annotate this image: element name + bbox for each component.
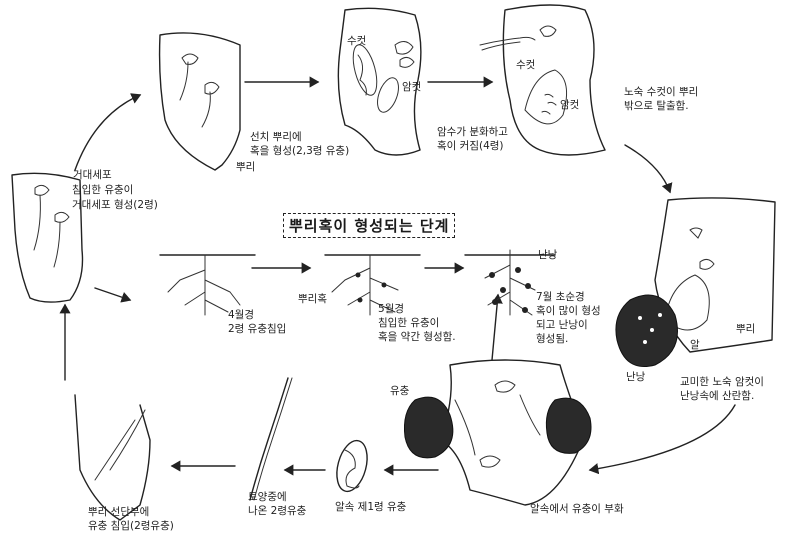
stage2-caption: 암수가 분화하고 혹이 커짐(4령): [437, 125, 508, 153]
root-gall-label: 뿌리혹: [298, 292, 327, 306]
second-stage-larva-drawing: [250, 378, 292, 500]
stage2-female-label: 암컷: [402, 80, 421, 94]
giant-cell-formation-label: 거대세포 형성(2령): [72, 198, 158, 212]
stage1-caption: 선치 뿌리에 혹을 형성(2,3령 유충): [250, 130, 349, 158]
stage1-root-drawing: [160, 33, 240, 170]
egg-first-stage-caption: 알속 제1령 유충: [335, 500, 406, 514]
invading-larva-label: 침입한 유충이: [72, 183, 133, 197]
stage2-male-label: 수컷: [347, 34, 366, 48]
soil-larva-caption: 토양중에 나온 2령유충: [248, 490, 306, 518]
april-caption: 4월경 2령 유충침입: [228, 308, 286, 336]
egg-sac-label-mid: 난낭: [538, 248, 557, 262]
stage3-caption: 노숙 수컷이 뿌리 밖으로 탈출함.: [624, 85, 698, 113]
egg-sac-label-right: 난낭: [626, 370, 645, 384]
stage1-root-label: 뿌리: [236, 160, 255, 174]
diagram-title: 뿌리혹이 형성되는 단계: [283, 213, 455, 238]
root-tip-caption: 뿌리 선단부에 유충 침입(2령유충): [88, 505, 174, 533]
hatching-caption: 알속에서 유충이 부화: [530, 502, 624, 516]
may-caption: 5월경 침입한 유충이 혹을 약간 형성함.: [378, 302, 456, 344]
larva-label: 유충: [390, 384, 409, 398]
giant-cell-label: 거대세포: [73, 168, 112, 182]
hatching-gall-drawing: [404, 360, 591, 505]
cycle-arrows: [65, 82, 735, 470]
female-laying-caption: 교미한 노숙 암컷이 난낭속에 산란함.: [680, 375, 764, 403]
july-caption: 7월 초순경 혹이 많이 형성 되고 난낭이 형성됨.: [536, 290, 601, 346]
stage3-female-label: 암컷: [560, 98, 579, 112]
root-tip-invasion-drawing: [75, 395, 150, 520]
root-system-april: [160, 255, 255, 315]
egg-label: 알: [690, 338, 700, 352]
stage3-male-label: 수컷: [516, 58, 535, 72]
egg-first-stage-drawing: [332, 437, 373, 494]
root-label-right: 뿌리: [736, 322, 755, 336]
